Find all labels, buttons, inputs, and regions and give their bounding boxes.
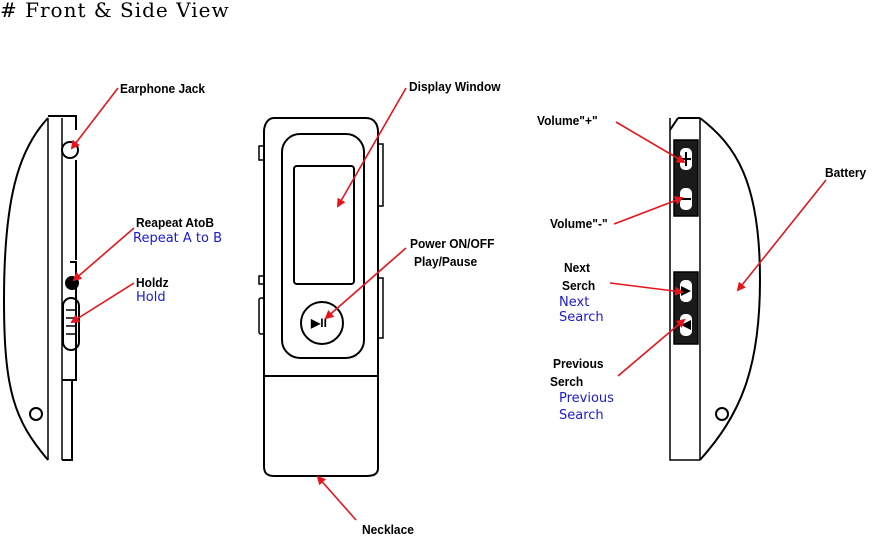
label-earphone-jack: Earphone Jack [120,81,206,96]
volume-buttons [673,139,699,217]
label-hold: Holdz [136,275,169,290]
label-volume-plus: Volume"+" [537,113,598,128]
label-display-window: Display Window [409,79,501,94]
label-volume-minus: Volume"-" [550,216,608,231]
label-power: Power ON/OFF [410,236,495,251]
earphone-jack-hole [61,141,79,159]
label-next-serch: Serch [562,278,596,293]
arrow-battery [736,179,827,292]
label-repeat-atob: Reapeat AtoB [136,215,214,230]
arrow-volume-plus [615,121,686,164]
arrow-previous [617,318,686,377]
arrow-display-window [337,87,407,208]
callout-arrows [70,87,827,521]
front-panel [281,133,365,359]
label-battery: Battery [825,165,867,180]
hold-switch [62,297,80,351]
arrow-volume-minus [613,196,684,225]
sublabel-hold: Hold [136,290,166,305]
sublabel-previous: Previous [559,391,614,406]
sublabel-next: Next [559,295,590,310]
page-title: # Front & Side View [0,0,230,22]
left-body-curve [2,117,49,461]
right-side-view [669,117,762,461]
label-previous: Previous [553,356,604,371]
battery-hole [715,407,729,421]
sublabel-repeat: Repeat A to B [133,231,223,246]
lanyard-hole [29,407,43,421]
play-pause-glyph: ▶II [310,316,327,330]
label-play-pause: Play/Pause [414,254,478,269]
arrow-hold [70,282,135,324]
sublabel-next-search: Search [559,310,604,325]
label-next: Next [564,260,590,275]
arrow-next [609,282,684,296]
left-side-view [2,115,80,461]
arrow-power [324,247,407,320]
play-pause-button [300,301,344,345]
label-previous-serch: Serch [550,374,584,389]
arrow-earphone-jack [70,87,119,150]
battery-side-curve [699,117,762,461]
arrow-repeat [72,227,135,282]
front-view: ▶II [258,117,384,477]
search-buttons [673,271,699,345]
label-necklace: Necklace [362,522,414,537]
front-body [263,117,379,477]
arrow-necklace [316,475,357,521]
sublabel-previous-search: Search [559,408,604,423]
display-window [293,165,355,285]
